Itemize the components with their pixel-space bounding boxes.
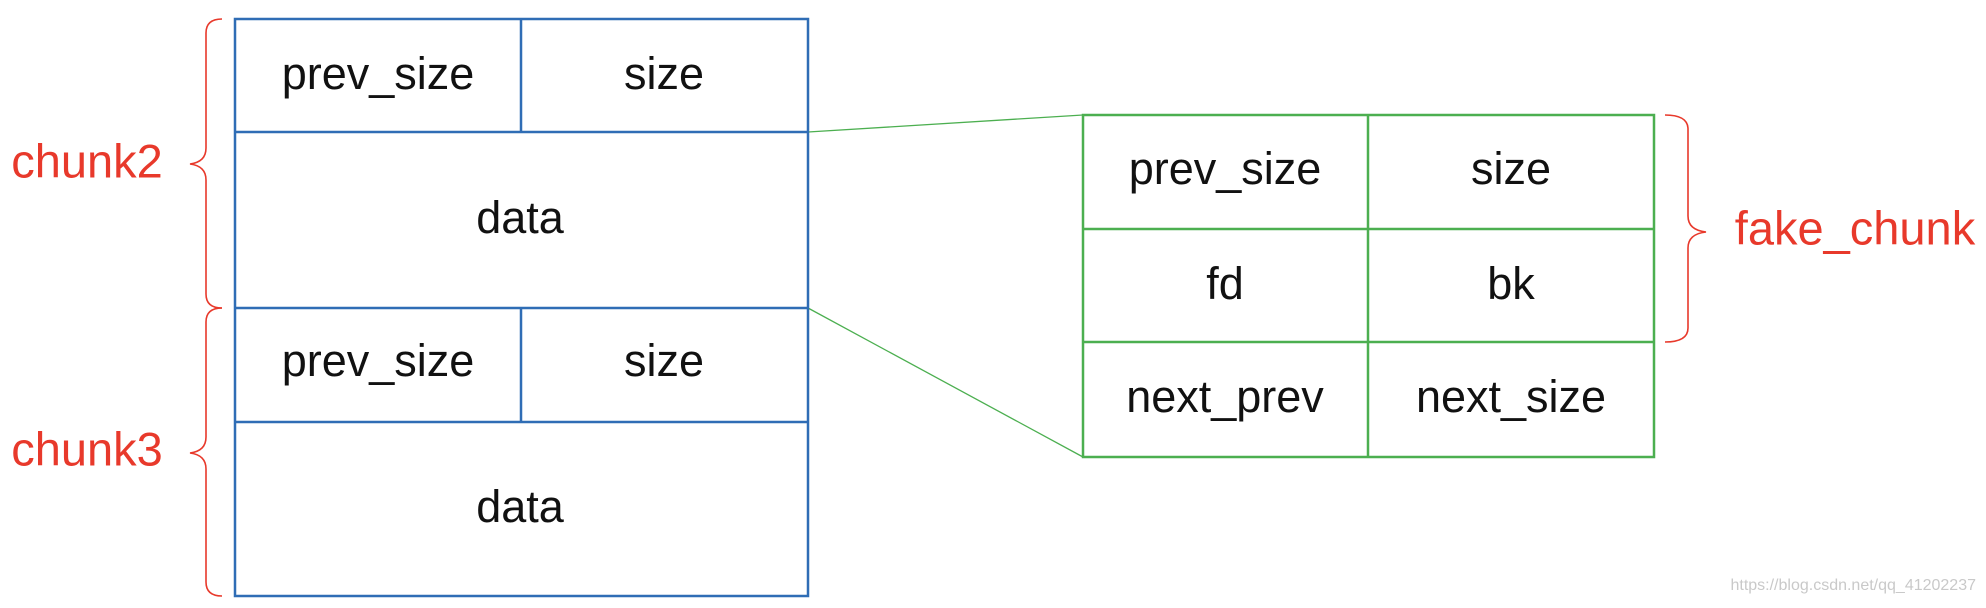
fake-bk-text: bk — [1487, 258, 1535, 309]
connector-top — [807, 114, 1084, 133]
chunk2-data-text: data — [476, 192, 565, 243]
fake-prev-size-text: prev_size — [1129, 143, 1322, 194]
fake-size-text: size — [1471, 143, 1551, 194]
connector-bottom — [807, 307, 1084, 458]
watermark: https://blog.csdn.net/qq_41202237 — [1730, 577, 1976, 594]
chunk2-brace — [189, 18, 223, 309]
fake-next-size-text: next_size — [1416, 371, 1606, 422]
fake-fd-text: fd — [1206, 258, 1244, 309]
fake-chunk-table — [1081, 113, 1656, 459]
fake-next-prev-text: next_prev — [1126, 371, 1324, 422]
chunk3-brace — [189, 307, 223, 597]
chunk2-label: chunk2 — [11, 134, 163, 187]
fake-chunk-label: fake_chunk — [1735, 201, 1976, 254]
chunk2-size-text: size — [624, 48, 704, 99]
chunk3-data-text: data — [476, 481, 565, 532]
chunk3-label: chunk3 — [11, 422, 163, 475]
chunk3-prev-size-text: prev_size — [282, 335, 475, 386]
fake-chunk-brace — [1664, 114, 1707, 343]
chunk3-size-text: size — [624, 335, 704, 386]
chunk2-prev-size-text: prev_size — [282, 48, 475, 99]
chunk-column — [233, 17, 810, 598]
